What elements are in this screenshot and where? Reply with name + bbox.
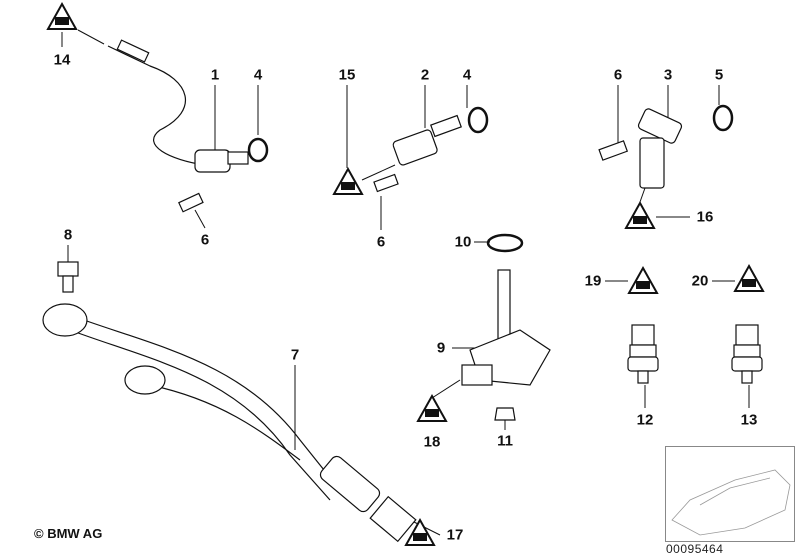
part-label-6: 6 xyxy=(376,233,386,251)
diagram-code: 00095464 xyxy=(666,542,724,556)
part-label-4: 4 xyxy=(253,66,263,84)
part-label-6: 6 xyxy=(200,231,210,249)
part-label-11: 11 xyxy=(497,432,513,450)
copyright-text: © BMW AG xyxy=(34,526,103,541)
vehicle-inset-frame xyxy=(665,446,795,542)
part-label-4: 4 xyxy=(462,66,472,84)
part-label-16: 16 xyxy=(696,208,714,226)
part-label-13: 13 xyxy=(740,411,758,429)
part-label-8: 8 xyxy=(63,226,73,244)
part-label-19: 19 xyxy=(584,272,602,290)
part-label-2: 2 xyxy=(420,66,430,84)
part-label-20: 20 xyxy=(691,272,709,290)
part-label-18: 18 xyxy=(423,433,441,451)
part-label-17: 17 xyxy=(446,526,464,544)
part-label-3: 3 xyxy=(663,66,673,84)
part-label-6: 6 xyxy=(613,66,623,84)
part-label-12: 12 xyxy=(636,411,654,429)
part-label-7: 7 xyxy=(290,346,300,364)
part-label-1: 1 xyxy=(210,66,220,84)
part-label-10: 10 xyxy=(454,233,472,251)
part-label-9: 9 xyxy=(436,339,446,357)
part-label-15: 15 xyxy=(338,66,356,84)
warning-triangle-icon xyxy=(47,3,77,30)
part-label-5: 5 xyxy=(714,66,724,84)
part-label-14: 14 xyxy=(53,51,71,69)
